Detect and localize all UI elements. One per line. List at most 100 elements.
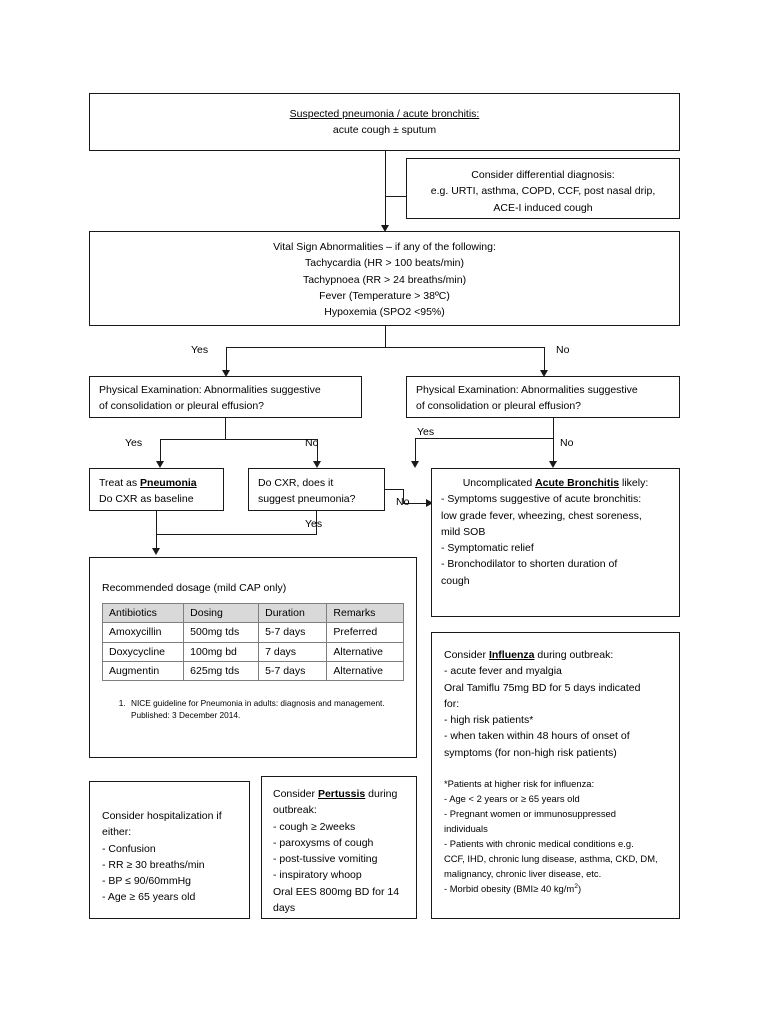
connector-cxr-no-v [403, 489, 404, 504]
vitals-line-3: Tachypnoea (RR > 24 breaths/min) [302, 273, 467, 286]
bronchitis-heading: Uncomplicated Acute Bronchitis likely: [441, 475, 670, 491]
differential-line-3: ACE-I induced cough [493, 201, 593, 214]
edge-label-pe-right-yes: Yes [417, 426, 435, 438]
node-treat-as-pneumonia: Treat as Pneumonia Do CXR as baseline [89, 468, 224, 511]
pe-left-line-1: Physical Examination: Abnormalities sugg… [99, 384, 321, 396]
connector-spine-to-differential [385, 196, 406, 197]
bronchitis-heading-suffix: likely: [619, 477, 649, 489]
arrowhead-pe-right [539, 370, 548, 377]
bronchitis-heading-prefix: Uncomplicated [462, 477, 536, 489]
bronchitis-line-4: - Symptomatic relief [441, 542, 534, 555]
pertussis-line-2: outbreak: [273, 804, 317, 817]
do-cxr-line-1: Do CXR, does it [258, 477, 334, 489]
arrowhead-pe-left [221, 370, 230, 377]
bmi-suffix: ) [577, 883, 582, 895]
hospitalization-line-5: - BP ≤ 90/60mmHg [102, 875, 192, 888]
edge-label-pe-left-no: No [305, 437, 319, 449]
arrowhead-vitals [380, 225, 389, 232]
cell-duration: 5-7 days [258, 660, 328, 681]
differential-line-1: Consider differential diagnosis: [471, 169, 615, 181]
node-physical-exam-right: Physical Examination: Abnormalities sugg… [406, 376, 680, 418]
vitals-line-1: Vital Sign Abnormalities – if any of the… [273, 241, 496, 253]
cell-duration: 5-7 days [258, 622, 328, 643]
arrowhead-do-cxr [312, 461, 321, 468]
connector-pe-right-down [553, 418, 554, 439]
arrowhead-cxr-no-to-bronchitis [426, 499, 433, 507]
start-line-1: Suspected pneumonia / acute bronchitis: [289, 108, 480, 120]
influenza-line-2: - acute fever and myalgia [444, 665, 562, 678]
pertussis-emphasis: Pertussis [317, 788, 366, 800]
column-header-antibiotics: Antibiotics [101, 603, 185, 624]
connector-vitals-yes-branch [226, 347, 227, 373]
arrowhead-dosage-box [151, 548, 160, 555]
bronchitis-line-6: cough [441, 574, 470, 587]
connector-pe-right-no [553, 438, 554, 464]
connector-pe-left-split [160, 439, 317, 440]
cell-remarks: Preferred [326, 622, 404, 643]
pertussis-line-3: - cough ≥ 2weeks [273, 820, 356, 833]
differential-line-2: e.g. URTI, asthma, COPD, CCF, post nasal… [430, 185, 656, 198]
bmi-prefix: - Morbid obesity (BMI≥ 40 kg/m [444, 883, 575, 895]
pertussis-line-4: - paroxysms of cough [273, 836, 374, 849]
connector-vitals-split [226, 347, 544, 348]
high-risk-line-8: - Morbid obesity (BMI≥ 40 kg/m2) [444, 881, 667, 896]
connector-pneumonia-to-dosage [156, 511, 157, 551]
connector-pe-left-down [225, 418, 226, 440]
column-header-remarks: Remarks [326, 603, 404, 624]
start-line-2: acute cough ± sputum [332, 124, 437, 137]
vitals-line-4: Fever (Temperature > 38ºC) [319, 289, 450, 302]
vitals-line-2: Tachycardia (HR > 100 beats/min) [304, 257, 465, 270]
influenza-suffix: during outbreak: [534, 649, 614, 661]
table-row: Augmentin 625mg tds 5-7 days Alternative [101, 660, 404, 681]
connector-pe-left-no [317, 439, 318, 464]
cell-remarks: Alternative [326, 660, 404, 681]
treat-pneumonia-prefix: Treat as [99, 477, 141, 489]
treat-pneumonia-line-2: Do CXR as baseline [99, 493, 194, 506]
edge-label-pe-right-no: No [560, 437, 574, 449]
cell-antibiotic: Doxycycline [101, 641, 185, 662]
reference-line-1: NICE guideline for Pneumonia in adults: … [131, 697, 385, 708]
hospitalization-line-2: either: [102, 826, 132, 839]
node-do-cxr: Do CXR, does it suggest pneumonia? [248, 468, 385, 511]
treat-pneumonia-line-1: Treat as Pneumonia [99, 475, 214, 491]
pe-right-line-2: of consolidation or pleural effusion? [416, 400, 582, 413]
bronchitis-heading-emphasis: Acute Bronchitis [535, 477, 620, 489]
connector-pe-left-yes [160, 439, 161, 464]
edge-label-cxr-yes: Yes [305, 518, 323, 530]
cell-dosing: 500mg tds [183, 622, 260, 643]
reference-item: NICE guideline for Pneumonia in adults: … [128, 697, 404, 721]
cell-dosing: 625mg tds [183, 660, 260, 681]
node-recommended-dosage: Recommended dosage (mild CAP only) Antib… [89, 557, 417, 758]
arrowhead-bronchitis-from-no [548, 461, 557, 468]
connector-pe-right-yes [415, 438, 416, 464]
edge-label-vitals-no: No [556, 344, 570, 356]
influenza-emphasis: Influenza [488, 649, 535, 661]
bronchitis-line-2: low grade fever, wheezing, chest sorenes… [441, 509, 642, 522]
edge-label-cxr-no: No [396, 496, 410, 508]
reference-line-2: Published: 3 December 2014. [131, 709, 241, 720]
connector-cxr-no-h2 [403, 503, 427, 504]
influenza-line-6: - when taken within 48 hours of onset of [444, 730, 630, 743]
high-risk-line-6: CCF, IHD, chronic lung disease, asthma, … [444, 853, 658, 865]
bronchitis-line-5: - Bronchodilator to shorten duration of [441, 558, 618, 571]
arrowhead-bronchitis-from-yes [410, 461, 419, 468]
table-row: Amoxycillin 500mg tds 5-7 days Preferred [101, 622, 404, 643]
connector-vitals-no-branch [544, 347, 545, 373]
dosage-caption: Recommended dosage (mild CAP only) [102, 582, 287, 594]
pertussis-line-6: - inspiratory whoop [273, 869, 362, 882]
node-consider-influenza: Consider Influenza during outbreak: - ac… [431, 632, 680, 919]
connector-cxr-yes-v [316, 511, 317, 535]
connector-pe-right-split [415, 438, 553, 439]
bmi-superscript: 2 [574, 883, 578, 891]
pertussis-line-7: Oral EES 800mg BD for 14 [273, 885, 400, 898]
arrowhead-treat-pneumonia [155, 461, 164, 468]
node-vital-sign-abnormalities: Vital Sign Abnormalities – if any of the… [89, 231, 680, 326]
hospitalization-line-1: Consider hospitalization if [102, 810, 222, 822]
cell-duration: 7 days [258, 641, 328, 662]
connector-cxr-no-h1 [385, 489, 404, 490]
influenza-line-5: - high risk patients* [444, 714, 534, 727]
table-row: Doxycycline 100mg bd 7 days Alternative [101, 641, 404, 662]
column-header-duration: Duration [258, 603, 328, 624]
hospitalization-line-4: - RR ≥ 30 breaths/min [102, 858, 205, 871]
